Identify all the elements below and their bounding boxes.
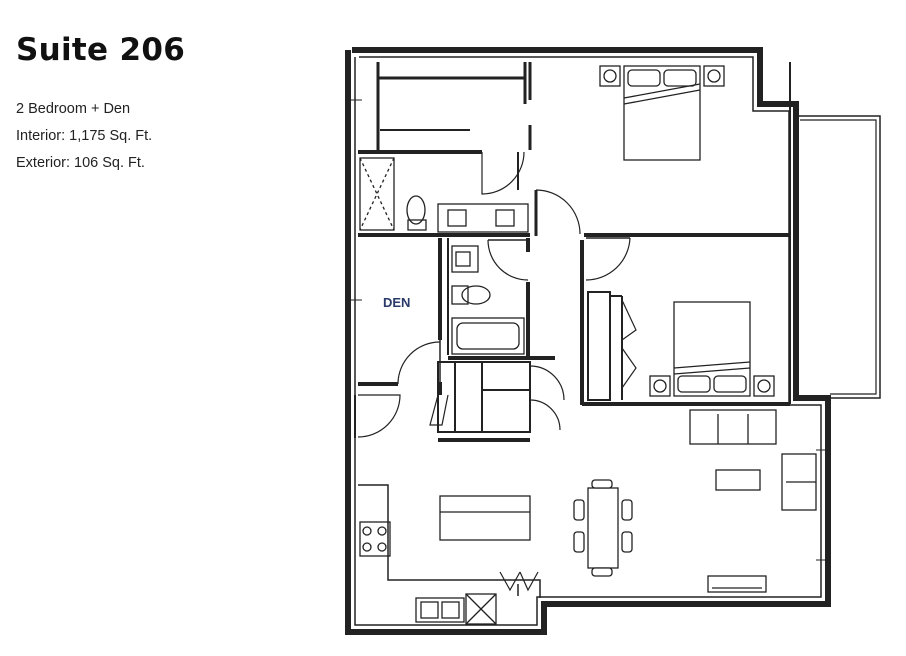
sink-2 [451, 245, 479, 273]
doors [357, 151, 637, 596]
sofa [689, 409, 777, 445]
nightstand [753, 375, 775, 397]
nightstand [649, 375, 671, 397]
double-vanity [437, 203, 529, 233]
fridge [465, 593, 497, 625]
kitchen [359, 495, 531, 625]
windows [348, 99, 830, 561]
tv-console [707, 575, 767, 593]
suite-layout: 2 Bedroom + Den [16, 101, 131, 117]
interior-walls [354, 62, 791, 598]
living-furniture [689, 409, 817, 593]
bed-2 [649, 301, 775, 397]
dining-table [587, 487, 619, 569]
suite-exterior-area: Exterior: 106 Sq. Ft. [16, 155, 145, 171]
bathtub [451, 317, 525, 355]
toilet-1 [406, 195, 426, 225]
nightstand [703, 65, 725, 87]
coffee-table [715, 469, 761, 491]
bathroom-2-fixtures [451, 245, 525, 355]
toilet-2 [461, 285, 491, 305]
bathroom-1-fixtures [359, 157, 529, 233]
suite-title: Suite 206 [16, 32, 186, 68]
shower [359, 157, 395, 231]
nightstand [599, 65, 621, 87]
room-label-den: DEN [383, 295, 410, 310]
cooktop [359, 521, 391, 557]
kitchen-island [439, 495, 531, 541]
balcony [794, 115, 881, 399]
dining-set [573, 479, 633, 577]
suite-specs: 2 Bedroom + Den Interior: 1,175 Sq. Ft. … [16, 96, 152, 177]
kitchen-sink [415, 597, 465, 623]
bed-1 [599, 65, 725, 161]
suite-interior-area: Interior: 1,175 Sq. Ft. [16, 128, 153, 144]
